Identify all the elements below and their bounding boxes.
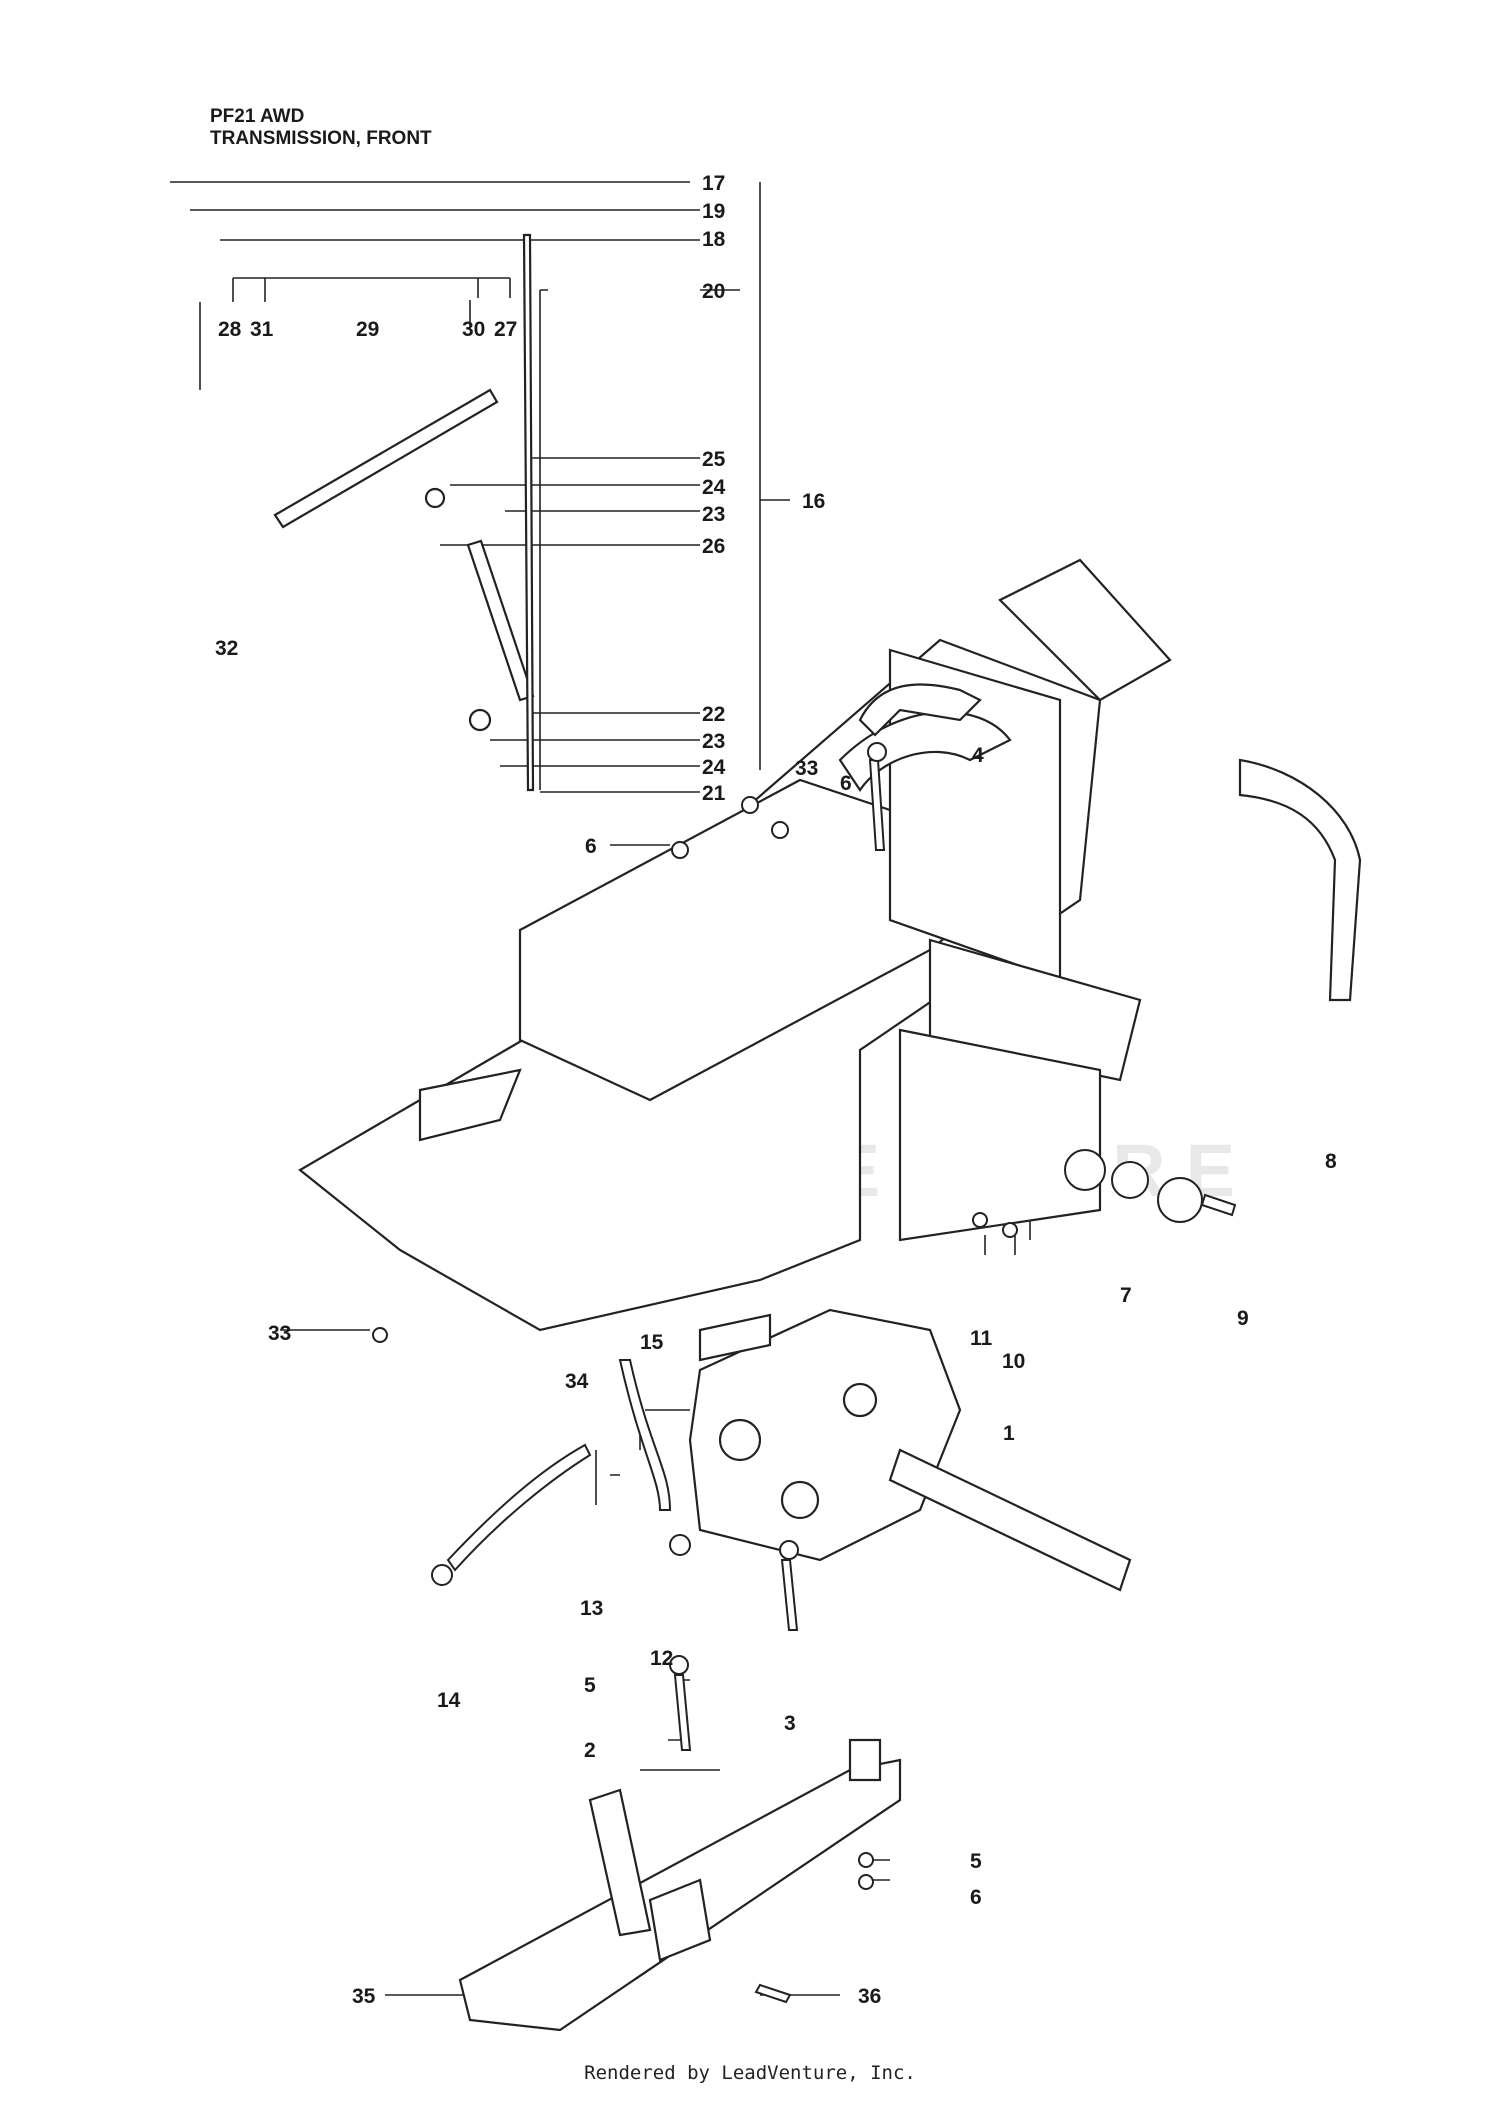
callout-29: 29 [356,318,379,341]
callout-3: 3 [784,1712,796,1735]
callout-24: 24 [702,476,726,499]
callout-5: 5 [584,1674,596,1697]
callout-25: 25 [702,448,726,471]
callout-22: 22 [702,703,725,726]
callout-9: 9 [1237,1307,1249,1330]
callout-labels: 17 19 18 20 28 31 29 30 27 25 24 23 16 2… [215,172,1337,2008]
skid-plate [458,1738,902,2032]
callout-33b: 33 [268,1322,291,1345]
callout-5b: 5 [970,1850,982,1873]
handlebar-assembly [858,558,1362,1002]
callout-16: 16 [802,490,825,513]
callout-30: 30 [462,318,485,341]
callout-10: 10 [1002,1350,1025,1373]
callout-13: 13 [580,1597,603,1620]
callout-26: 26 [702,535,725,558]
callout-21: 21 [702,782,726,805]
callout-6: 6 [840,772,852,795]
callout-2: 2 [584,1739,596,1762]
callout-24b: 24 [702,756,726,779]
fasteners [372,742,887,2004]
render-credit-footer: Rendered by LeadVenture, Inc. [584,2062,916,2084]
hardware-parts [431,1149,1237,1586]
callout-14: 14 [437,1689,461,1712]
frame-and-chassis [298,638,1142,1332]
diagram-section-title: TRANSMISSION, FRONT [210,128,432,149]
callout-12: 12 [650,1647,673,1670]
callout-6c: 6 [970,1886,982,1909]
callout-15: 15 [640,1331,664,1354]
callout-31: 31 [250,318,274,341]
callout-35: 35 [352,1985,376,2008]
callout-4: 4 [972,744,984,767]
callout-33: 33 [795,757,818,780]
callout-7: 7 [1120,1284,1132,1307]
callout-19: 19 [702,200,725,223]
callout-34: 34 [565,1370,589,1393]
linkage-rods [273,233,535,792]
callout-32: 32 [215,637,238,660]
callout-6b: 6 [585,835,597,858]
callout-18: 18 [702,228,726,251]
callout-23b: 23 [702,730,725,753]
callout-1: 1 [1003,1422,1015,1445]
callout-28: 28 [218,318,242,341]
callout-8: 8 [1325,1150,1337,1173]
callout-17: 17 [702,172,725,195]
diagram-model-title: PF21 AWD [210,106,305,127]
callout-20: 20 [702,280,725,303]
callout-27: 27 [494,318,517,341]
callout-36: 36 [858,1985,881,2008]
transmission-assembly [688,1308,1132,1592]
callout-11: 11 [970,1327,993,1350]
callout-23: 23 [702,503,725,526]
